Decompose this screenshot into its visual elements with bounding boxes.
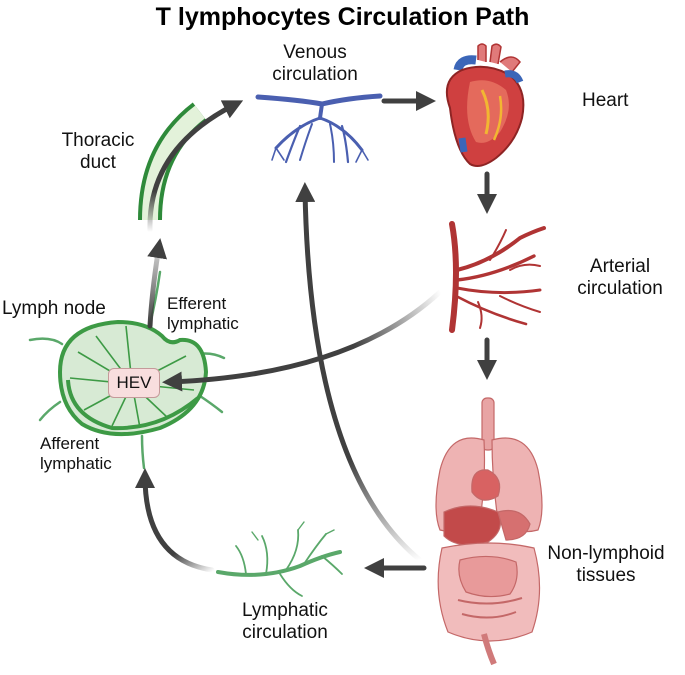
arrow-arterial-to-hev — [162, 289, 443, 392]
label-arterial-circulation: Arterial circulation — [577, 256, 663, 299]
thoracic-duct-icon — [138, 102, 208, 221]
label-afferent-lymphatic: Afferent lymphatic — [40, 434, 112, 473]
label-venous-circulation: Venous circulation — [272, 42, 358, 85]
heart-icon — [446, 43, 525, 167]
label-efferent-lymphatic: Efferent lymphatic — [167, 294, 239, 333]
label-non-lymphoid-tissues: Non-lymphoid tissues — [547, 543, 665, 586]
organs-icon — [435, 397, 543, 666]
diagram-title: T lymphocytes Circulation Path — [155, 3, 530, 31]
flow-arrows — [135, 91, 497, 578]
label-heart: Heart — [582, 90, 629, 111]
arrow-duct-to-venous — [147, 100, 244, 233]
arrow-lymphatic-to-node — [135, 468, 215, 573]
label-lymph-node: Lymph node — [2, 298, 106, 319]
lymphatic-vessel-icon — [216, 521, 343, 597]
arrow-tissues-to-venous — [295, 182, 423, 563]
arterial-vessel-icon — [449, 221, 546, 333]
label-thoracic-duct: Thoracic duct — [61, 130, 135, 173]
venous-vessel-icon — [255, 93, 383, 164]
arrow-node-to-duct — [147, 238, 167, 329]
hev-badge: HEV — [108, 368, 160, 398]
label-lymphatic-circulation: Lymphatic circulation — [242, 600, 328, 643]
